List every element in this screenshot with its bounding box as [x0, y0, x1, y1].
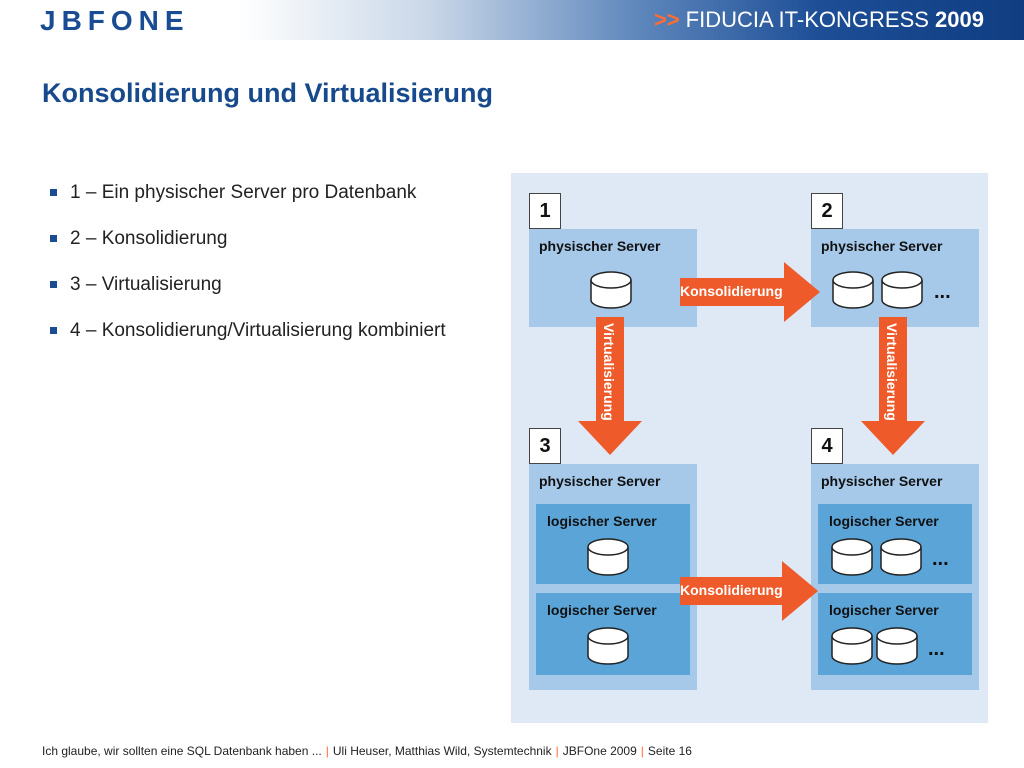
congress-name: FIDUCIA IT-KONGRESS [685, 7, 929, 32]
bullet-item: 1 – Ein physischer Server pro Datenbank [50, 180, 446, 226]
logical-server-label: logischer Server [829, 602, 939, 618]
bullet-square-icon [50, 235, 57, 242]
quadrant-4-number: 4 [811, 428, 843, 464]
quadrant-4-label: physischer Server [821, 473, 943, 489]
footer-quote: Ich glaube, wir sollten eine SQL Datenba… [42, 744, 322, 758]
quadrant-2-label: physischer Server [821, 238, 943, 254]
database-icon [587, 538, 629, 576]
more-databases-indicator: ... [932, 548, 949, 570]
quadrant-3-label: physischer Server [539, 473, 661, 489]
database-icon [876, 627, 918, 665]
congress-year: 2009 [935, 7, 984, 32]
bullet-text: 4 – Konsolidierung/Virtualisierung kombi… [70, 320, 446, 341]
consolidation-arrow-bottom [680, 561, 818, 621]
database-icon [881, 271, 923, 309]
consolidation-arrow-top [680, 262, 820, 322]
bullet-text: 2 – Konsolidierung [70, 228, 228, 249]
consolidation-arrow-bottom-label: Konsolidierung [680, 582, 783, 598]
quadrant-1-label: physischer Server [539, 238, 661, 254]
virtualization-arrow-left [578, 317, 642, 455]
logical-server-label: logischer Server [829, 513, 939, 529]
virtualization-arrow-right [861, 317, 925, 455]
bullet-item: 4 – Konsolidierung/Virtualisierung kombi… [50, 318, 446, 364]
virtualization-arrow-left-label: Virtualisierung [601, 323, 617, 421]
virtualization-arrow-right-label: Virtualisierung [884, 323, 900, 421]
bullet-item: 3 – Virtualisierung [50, 272, 446, 318]
database-icon [832, 271, 874, 309]
congress-arrows: >> [653, 7, 680, 32]
database-icon [880, 538, 922, 576]
footer: Ich glaube, wir sollten eine SQL Datenba… [42, 744, 692, 758]
database-icon [590, 271, 632, 309]
logical-server-label: logischer Server [547, 602, 657, 618]
logical-server-label: logischer Server [547, 513, 657, 529]
bullet-square-icon [50, 327, 57, 334]
header-bar: JBFONE >>FIDUCIA IT-KONGRESS 2009 [0, 0, 1024, 40]
quadrant-1-number: 1 [529, 193, 561, 229]
more-databases-indicator: ... [934, 281, 951, 303]
footer-separator: | [325, 744, 329, 758]
slide-title: Konsolidierung und Virtualisierung [42, 78, 494, 108]
bullet-text: 1 – Ein physischer Server pro Datenbank [70, 182, 417, 203]
bullet-square-icon [50, 281, 57, 288]
more-databases-indicator: ... [928, 638, 945, 660]
footer-page-number: Seite 16 [647, 744, 692, 758]
bullet-item: 2 – Konsolidierung [50, 226, 446, 272]
footer-separator: | [640, 744, 644, 758]
jbfone-logo: JBFONE [40, 5, 190, 36]
footer-event: JBFOne 2009 [562, 744, 637, 758]
congress-label: >>FIDUCIA IT-KONGRESS 2009 [654, 6, 984, 34]
footer-authors: Uli Heuser, Matthias Wild, Systemtechnik [332, 744, 552, 758]
database-icon [831, 538, 873, 576]
bullet-square-icon [50, 189, 57, 196]
footer-separator: | [555, 744, 559, 758]
bullet-text: 3 – Virtualisierung [70, 274, 222, 295]
consolidation-arrow-top-label: Konsolidierung [680, 283, 783, 299]
quadrant-3-number: 3 [529, 428, 561, 464]
quadrant-2-number: 2 [811, 193, 843, 229]
database-icon [831, 627, 873, 665]
database-icon [587, 627, 629, 665]
bullet-list: 1 – Ein physischer Server pro Datenbank … [50, 180, 446, 364]
